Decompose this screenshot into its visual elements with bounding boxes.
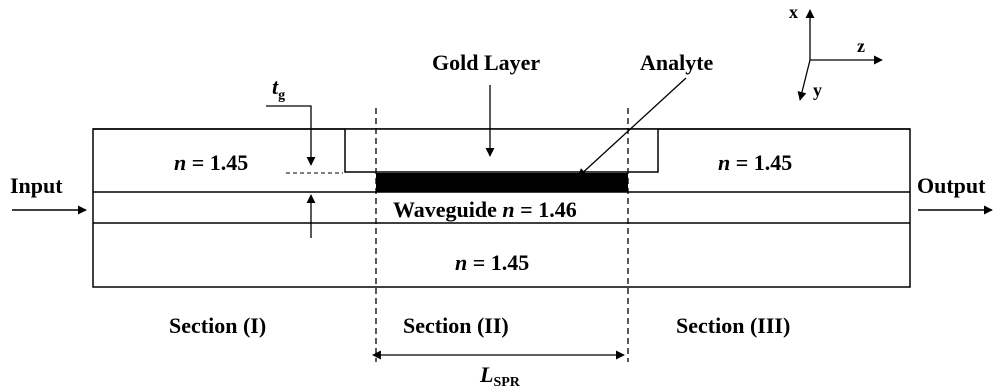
analyte-well [344, 129, 659, 173]
input-label: Input [10, 173, 63, 198]
z-axis-label: z [857, 36, 865, 56]
cladding-index-left: n = 1.45 [174, 150, 248, 175]
substrate-index: n = 1.45 [455, 250, 529, 275]
section-2-label: Section (II) [403, 313, 509, 338]
cladding-index-right: n = 1.45 [718, 150, 792, 175]
section-1-label: Section (I) [169, 313, 266, 338]
analyte-arrow [577, 77, 687, 178]
analyte-label: Analyte [640, 50, 714, 75]
tg-label: tg [272, 74, 285, 103]
y-axis-label: y [813, 80, 822, 100]
lspr-label: LSPR [479, 362, 521, 387]
output-label: Output [917, 173, 986, 198]
x-axis-label: x [789, 2, 798, 22]
waveguide-label: Waveguide n = 1.46 [393, 197, 577, 222]
tg-leader-line [266, 105, 316, 166]
gold-layer [376, 173, 628, 192]
gold-layer-label: Gold Layer [432, 50, 540, 75]
y-axis-arrow [797, 59, 811, 101]
section-3-label: Section (III) [676, 313, 790, 338]
